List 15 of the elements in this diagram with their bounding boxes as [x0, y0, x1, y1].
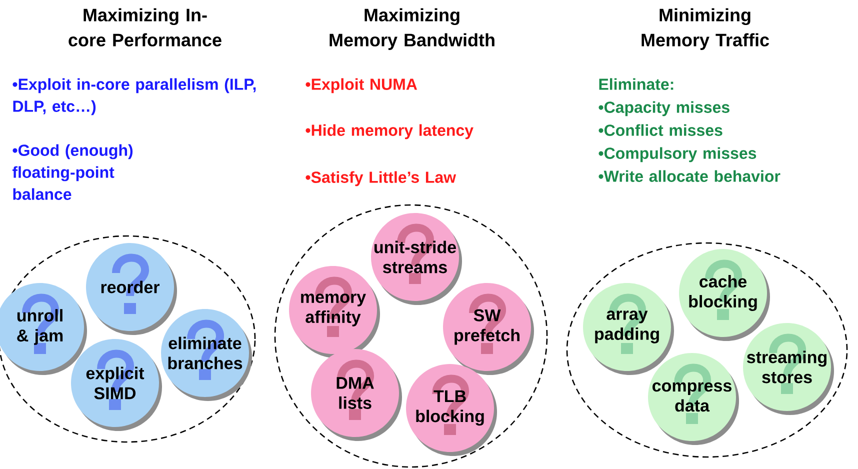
column-heading: Maximizing Memory Bandwidth	[330, 8, 494, 50]
bullet-text: •Exploit in-core parallelism (ILP, DLP, etc…)	[12, 78, 256, 116]
dashed-ellipse	[566, 242, 848, 458]
bullet-text: •Compulsory misses	[598, 147, 756, 162]
bullet-text: •Exploit NUMA	[306, 78, 418, 94]
bullet-text: •Capacity misses	[598, 101, 730, 116]
column-heading: Minimizing Memory Traffic	[642, 8, 769, 50]
bullet-text: •Hide memory latency	[306, 124, 474, 140]
dashed-ellipse	[274, 204, 548, 468]
bullet-text: •Write allocate behavior	[598, 170, 780, 182]
bullet-text: •Good (enough) floating-point balance	[12, 144, 133, 200]
bullet-text: Eliminate:	[599, 78, 674, 90]
bullet-text: •Conflict misses	[598, 124, 722, 136]
bullet-text: •Satisfy Little’s Law	[306, 171, 456, 186]
column-heading: Maximizing In-core Performance	[68, 8, 222, 46]
